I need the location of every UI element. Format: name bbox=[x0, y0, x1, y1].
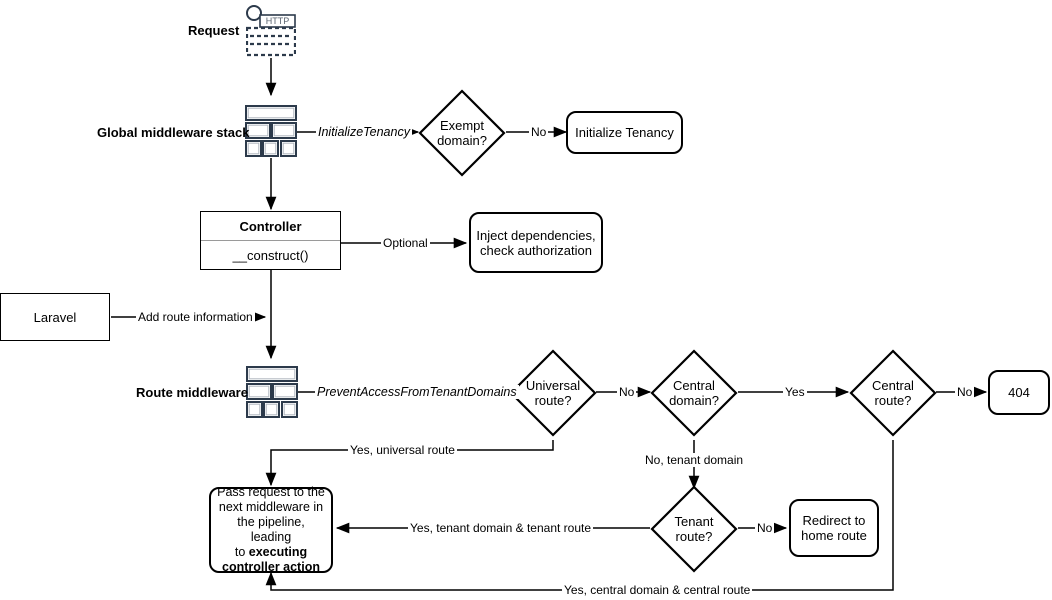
edge-label-add-route-information: Add route information bbox=[136, 310, 255, 324]
global-middleware-stack-label: Global middleware stack bbox=[97, 125, 250, 140]
decision-exempt-domain[interactable]: Exempt domain? bbox=[418, 89, 506, 177]
controller-method: __construct() bbox=[232, 247, 309, 263]
decision-central-route-label: Central route? bbox=[872, 378, 914, 408]
node-pass-request[interactable]: Pass request to the next middleware in t… bbox=[209, 485, 333, 574]
edge-label-universal-no: No bbox=[617, 385, 637, 399]
route-middleware-label: Route middleware bbox=[136, 385, 248, 400]
edge-label-prevent-access: PreventAccessFromTenantDomains bbox=[315, 385, 519, 399]
request-label: Request bbox=[188, 23, 240, 38]
decision-central-domain[interactable]: Central domain? bbox=[650, 349, 738, 437]
pass-request-line3: the pipeline, leading bbox=[237, 515, 305, 544]
edge-label-no-tenant-domain: No, tenant domain bbox=[643, 453, 746, 467]
route-middleware-stack-icon bbox=[246, 366, 298, 418]
pass-request-bold2: controller action bbox=[222, 560, 320, 574]
node-controller[interactable]: Controller __construct() bbox=[200, 211, 341, 270]
node-initialize-tenancy-label: Initialize Tenancy bbox=[575, 125, 674, 140]
node-inject-dependencies[interactable]: Inject dependencies, check authorization bbox=[469, 212, 603, 273]
pass-request-bold1: executing bbox=[248, 545, 308, 559]
node-redirect-home-route[interactable]: Redirect to home route bbox=[789, 499, 879, 557]
edge-label-initialize-tenancy: InitializeTenancy bbox=[316, 125, 412, 139]
decision-tenant-route-label: Tenant route? bbox=[674, 514, 714, 544]
node-laravel[interactable]: Laravel bbox=[0, 293, 110, 341]
node-inject-dependencies-label: Inject dependencies, check authorization bbox=[476, 227, 596, 258]
decision-tenant-route[interactable]: Tenant route? bbox=[650, 485, 738, 573]
node-404[interactable]: 404 bbox=[988, 370, 1050, 415]
http-request-icon: HTTP bbox=[245, 4, 297, 58]
node-redirect-home-route-label: Redirect to home route bbox=[801, 513, 867, 543]
edge-label-optional: Optional bbox=[381, 236, 430, 250]
http-icon-label: HTTP bbox=[265, 16, 290, 26]
decision-exempt-domain-label: Exempt domain? bbox=[437, 118, 487, 148]
pass-request-line1: Pass request to the bbox=[217, 485, 325, 499]
edge-label-central-domain-yes: Yes bbox=[783, 385, 807, 399]
global-middleware-stack-icon bbox=[245, 105, 297, 157]
controller-title: Controller bbox=[201, 212, 340, 241]
node-initialize-tenancy[interactable]: Initialize Tenancy bbox=[566, 111, 683, 154]
decision-central-domain-label: Central domain? bbox=[669, 378, 719, 408]
edge-label-tenant-route-no: No bbox=[755, 521, 775, 535]
decision-universal-route-label: Universal route? bbox=[525, 378, 581, 408]
pass-request-line4: to executing bbox=[234, 545, 308, 559]
node-laravel-label: Laravel bbox=[33, 309, 77, 325]
decision-central-route[interactable]: Central route? bbox=[849, 349, 937, 437]
pass-request-line2: next middleware in bbox=[218, 500, 324, 514]
edge-label-exempt-no: No bbox=[529, 125, 549, 139]
edge-label-yes-tenant-domain-tenant-route: Yes, tenant domain & tenant route bbox=[408, 521, 594, 535]
decision-universal-route[interactable]: Universal route? bbox=[509, 349, 597, 437]
node-404-label: 404 bbox=[1008, 385, 1030, 400]
edge-label-yes-universal-route: Yes, universal route bbox=[348, 443, 457, 457]
edge-label-yes-central-domain-central-route: Yes, central domain & central route bbox=[562, 583, 753, 597]
edge-label-central-route-no: No bbox=[955, 385, 975, 399]
